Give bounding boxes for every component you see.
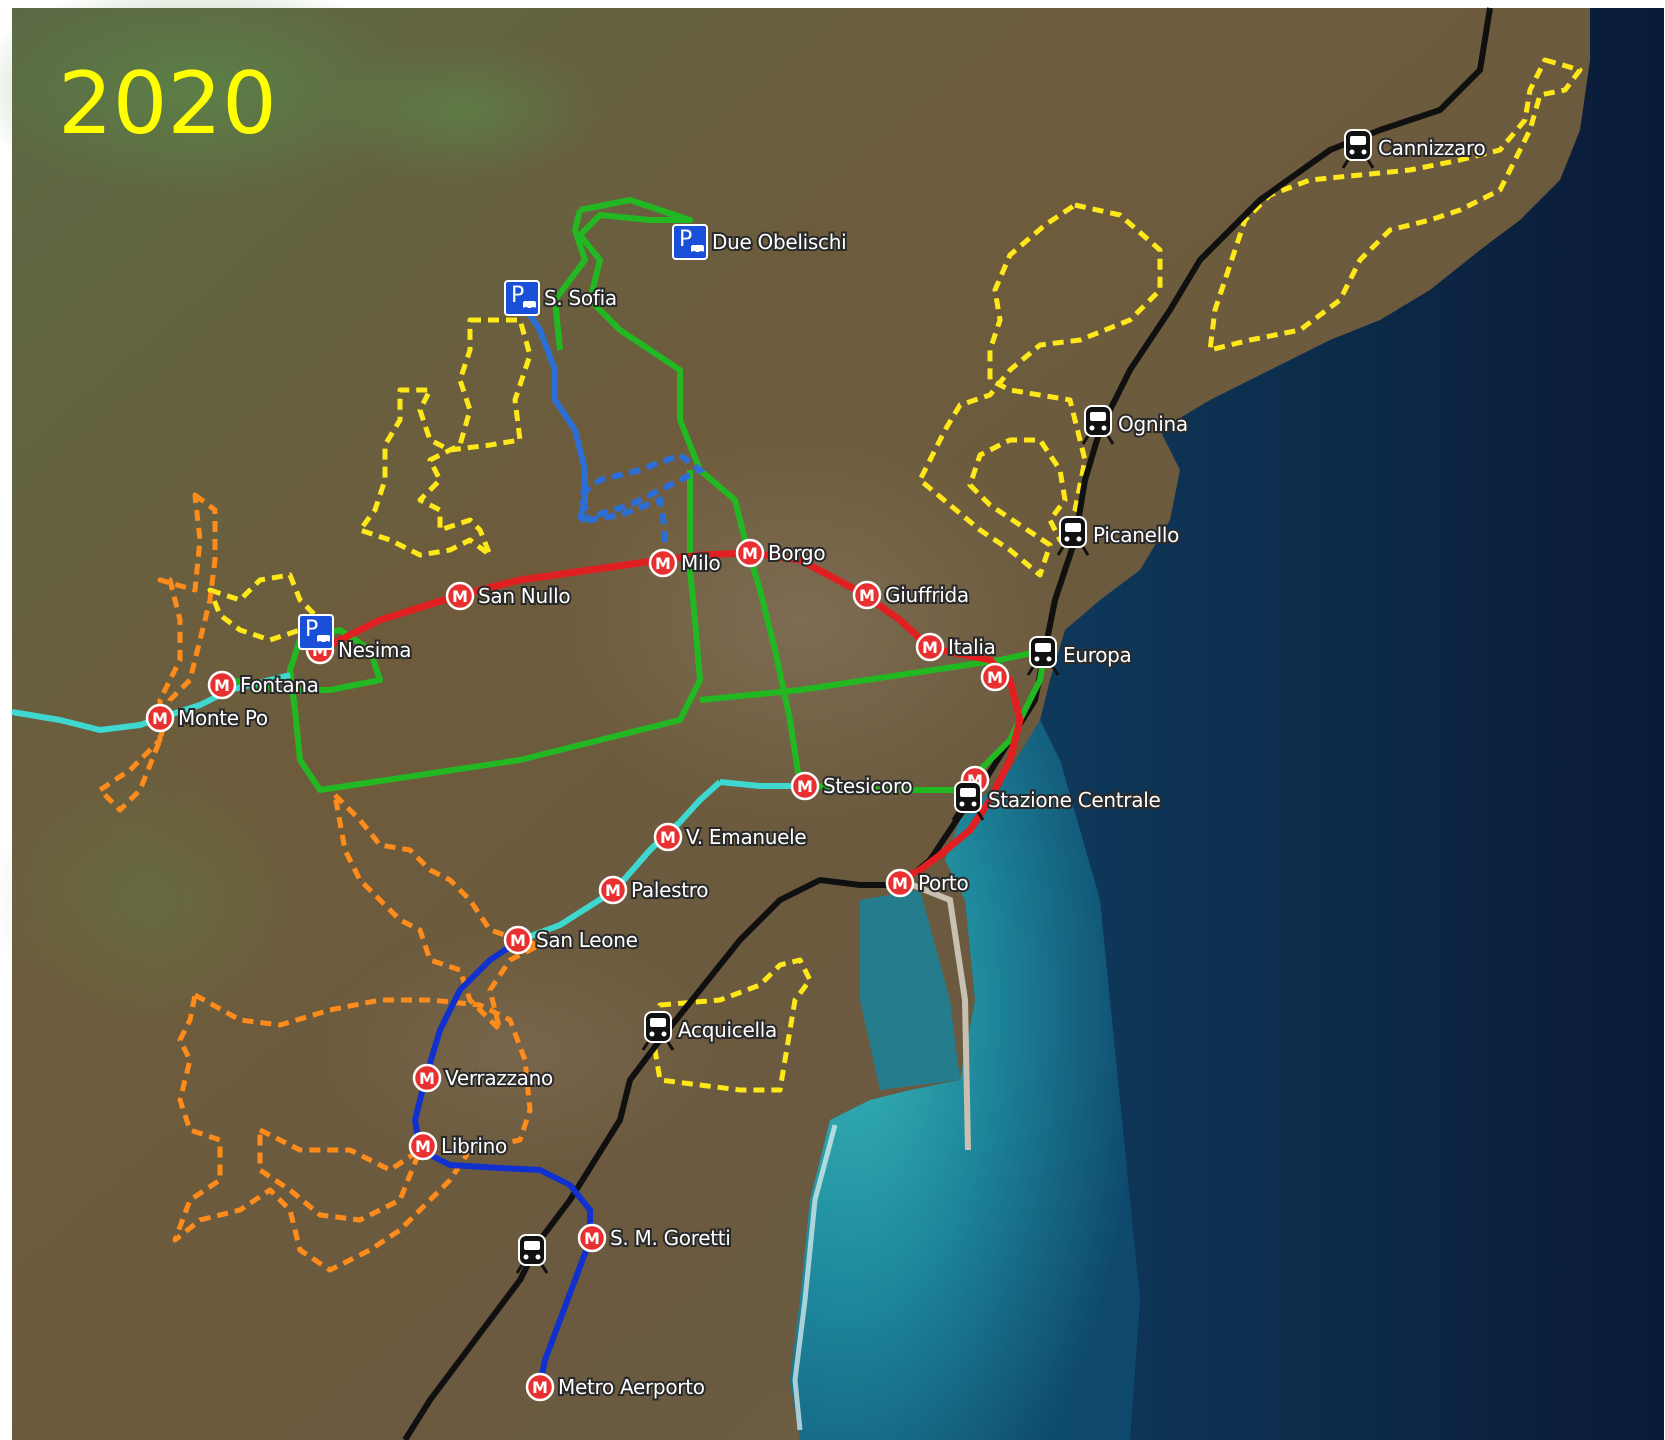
metro-m-icon[interactable]: M xyxy=(577,1223,607,1253)
station-label-metro-aeroporto: Metro Aerporto xyxy=(558,1375,705,1399)
railway-line xyxy=(402,7,1493,1440)
svg-text:M: M xyxy=(987,668,1003,687)
metro-m-icon[interactable]: M xyxy=(412,1063,442,1093)
metro-m-icon[interactable]: M xyxy=(790,771,820,801)
svg-text:P: P xyxy=(679,227,692,252)
svg-text:M: M xyxy=(419,1069,435,1088)
metro-m-icon[interactable]: M xyxy=(503,925,533,955)
metro-m-icon[interactable]: M xyxy=(980,662,1010,692)
map-title: 2020 xyxy=(58,54,277,154)
metro-line-red xyxy=(318,549,1024,884)
train-icon[interactable] xyxy=(951,781,985,821)
svg-text:M: M xyxy=(605,881,621,900)
coast-foam xyxy=(792,1124,838,1431)
yellow-zone-ognina xyxy=(917,202,1163,578)
metro-m-icon[interactable]: M xyxy=(445,581,475,611)
line-blue-sofia xyxy=(517,298,588,521)
station-label-monte-po: Monte Po xyxy=(178,706,268,730)
parking-label-s-sofia: S. Sofia xyxy=(544,286,617,310)
parking-icon[interactable]: P xyxy=(504,280,540,316)
svg-text:M: M xyxy=(532,1378,548,1397)
svg-text:M: M xyxy=(892,874,908,893)
line-blue-sofia-dashed xyxy=(576,451,706,560)
station-label-san-leone: San Leone xyxy=(536,928,638,952)
train-icon[interactable] xyxy=(1056,516,1090,556)
metro-m-icon[interactable]: M xyxy=(525,1372,555,1402)
yellow-zone-north-west xyxy=(357,317,533,558)
train-label-acquicella: Acquicella xyxy=(678,1018,777,1042)
svg-text:M: M xyxy=(859,586,875,605)
train-icon[interactable] xyxy=(641,1011,675,1051)
orange-zone-san-leone xyxy=(332,792,543,1033)
station-label-palestro: Palestro xyxy=(631,878,708,902)
metro-m-icon[interactable]: M xyxy=(653,822,683,852)
metro-m-icon[interactable]: M xyxy=(207,670,237,700)
train-icon[interactable] xyxy=(1081,405,1115,445)
svg-text:M: M xyxy=(660,828,676,847)
station-label-giuffrida: Giuffrida xyxy=(885,583,969,607)
metro-m-icon[interactable]: M xyxy=(145,703,175,733)
metro-m-icon[interactable]: M xyxy=(648,548,678,578)
metro-m-icon[interactable]: M xyxy=(885,868,915,898)
metro-m-icon[interactable]: M xyxy=(598,875,628,905)
orange-zone-monte-po xyxy=(97,492,218,813)
station-label-nesima: Nesima xyxy=(338,638,411,662)
svg-text:P: P xyxy=(511,283,524,308)
train-label-ognina: Ognina xyxy=(1118,412,1188,436)
train-icon[interactable] xyxy=(515,1234,549,1274)
breakwater xyxy=(898,877,971,1151)
train-icon[interactable] xyxy=(1026,636,1060,676)
station-label-borgo: Borgo xyxy=(768,541,825,565)
orange-zone-librino xyxy=(172,992,533,1273)
svg-text:M: M xyxy=(415,1137,431,1156)
metro-m-icon[interactable]: M xyxy=(735,538,765,568)
parking-label-due-obelischi: Due Obelischi xyxy=(712,230,846,254)
metro-m-icon[interactable]: M xyxy=(852,580,882,610)
yellow-zone-north-coast xyxy=(1207,57,1583,353)
svg-text:M: M xyxy=(510,931,526,950)
station-label-italia: Italia xyxy=(948,635,996,659)
station-label-milo: Milo xyxy=(681,551,720,575)
svg-text:M: M xyxy=(584,1229,600,1248)
metro-m-icon[interactable]: M xyxy=(408,1131,438,1161)
svg-text:M: M xyxy=(214,676,230,695)
train-label-stazione-centrale: Stazione Centrale xyxy=(988,788,1160,812)
svg-text:M: M xyxy=(452,587,468,606)
station-label-fontana: Fontana xyxy=(240,673,319,697)
svg-text:M: M xyxy=(742,544,758,563)
parking-icon[interactable]: P xyxy=(672,224,708,260)
station-label-san-nullo: San Nullo xyxy=(478,584,570,608)
svg-text:M: M xyxy=(655,554,671,573)
orange-zone-librino-inner xyxy=(257,1127,423,1223)
metro-line-blue xyxy=(412,937,593,1386)
svg-text:P: P xyxy=(305,617,318,642)
service-zones xyxy=(97,57,1583,1273)
station-label-porto: Porto xyxy=(918,871,968,895)
train-label-europa: Europa xyxy=(1063,643,1131,667)
svg-text:M: M xyxy=(797,777,813,796)
metro-m-icon[interactable]: M xyxy=(915,632,945,662)
station-label-stesicoro: Stesicoro xyxy=(823,774,912,798)
station-label-verrazzano: Verrazzano xyxy=(445,1066,553,1090)
station-label-librino: Librino xyxy=(441,1134,507,1158)
train-label-cannizzaro: Cannizzaro xyxy=(1378,136,1485,160)
svg-text:M: M xyxy=(922,638,938,657)
port-basin xyxy=(860,890,960,1090)
train-icon[interactable] xyxy=(1341,129,1375,169)
tram-line-green xyxy=(229,197,1048,793)
yellow-zone-acquicella xyxy=(652,957,813,1093)
svg-text:M: M xyxy=(152,709,168,728)
parking-icon[interactable]: P xyxy=(298,614,334,650)
station-label-v-emanuele: V. Emanuele xyxy=(686,825,806,849)
station-label-sm-goretti: S. M. Goretti xyxy=(610,1226,731,1250)
train-label-picanello: Picanello xyxy=(1093,523,1179,547)
